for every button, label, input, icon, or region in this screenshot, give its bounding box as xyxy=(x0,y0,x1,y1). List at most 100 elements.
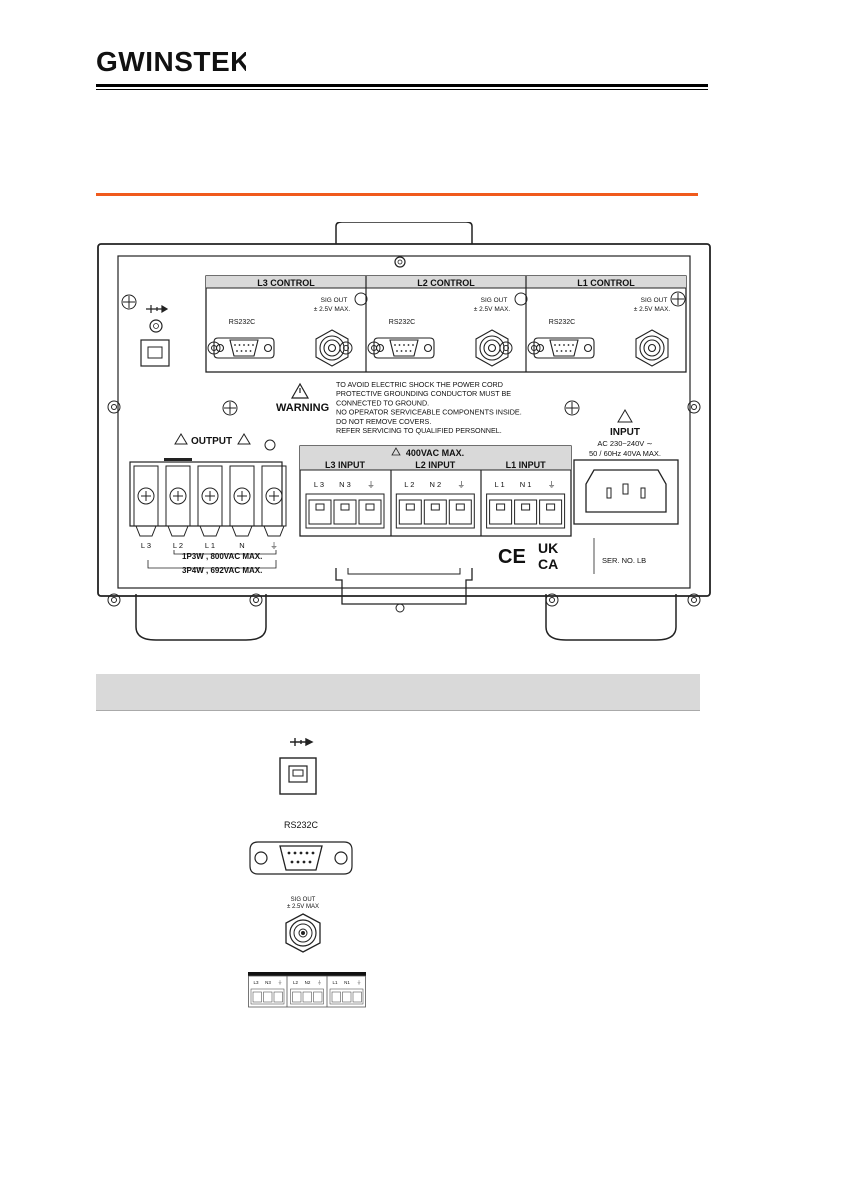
input-pin-label: N 1 xyxy=(520,480,532,489)
warning-triangle-icon xyxy=(617,409,633,423)
warning-text-line: TO AVOID ELECTRIC SHOCK THE POWER CORD xyxy=(336,380,503,389)
input-max-label: 400VAC MAX. xyxy=(406,448,464,458)
brand-logo-text: GWINSTEK xyxy=(96,46,246,76)
rs232c-label: RS232C xyxy=(549,319,575,326)
sig-out-max: ± 2.5V MAX. xyxy=(314,306,351,313)
power-input-rating: AC 230~240V ∼ xyxy=(597,439,652,448)
serial-number-label: SER. NO. LB xyxy=(602,556,646,565)
screw-icon xyxy=(354,292,368,306)
screw-icon xyxy=(254,851,268,865)
output-terminal-label: ⏚ xyxy=(270,541,278,550)
input-connector xyxy=(250,988,285,1005)
input-connector xyxy=(329,988,364,1005)
power-input-freq: 50 / 60Hz 40VA MAX. xyxy=(589,449,661,458)
input-pin-label: ⏚ xyxy=(367,480,375,489)
usb-port-legend xyxy=(279,737,317,795)
top-handle xyxy=(335,222,473,244)
rear-panel-diagram: L3 CONTROL RS232C SIG OUT ± 2.5V MAX. L2 CON… xyxy=(97,222,711,641)
input-pin-label: ⏚ xyxy=(278,979,283,985)
screw-icon xyxy=(107,294,701,607)
output-terminal-label: L 2 xyxy=(173,541,183,550)
input-pin-label: N 2 xyxy=(429,480,441,489)
input-pin-label: ⏚ xyxy=(357,979,362,985)
input-pin-label: L2 xyxy=(293,980,299,985)
iec-inlet-frame xyxy=(573,459,679,525)
input-connector xyxy=(486,493,566,529)
right-foot xyxy=(545,594,677,641)
table-header-bar xyxy=(96,674,700,711)
usb-icon xyxy=(146,304,169,314)
warning-text-line: NO OPERATOR SERVICEABLE COMPONENTS INSID… xyxy=(336,408,522,417)
input-pin-label: L 3 xyxy=(314,480,324,489)
warning-text-line: DO NOT REMOVE COVERS. xyxy=(336,417,431,426)
left-foot xyxy=(135,594,267,641)
input-connector xyxy=(305,493,385,529)
db9-connector xyxy=(533,337,595,359)
header-rule xyxy=(96,84,708,87)
chassis-outline xyxy=(97,243,711,597)
output-terminal xyxy=(133,465,159,537)
input-pin-label: N2 xyxy=(305,980,311,985)
screw-icon xyxy=(514,292,528,306)
sig-out-max: ± 2.5V MAX. xyxy=(474,306,511,313)
input-pin-label: L3 xyxy=(253,980,259,985)
bottom-bracket xyxy=(335,568,473,605)
ukca-mark-top: UK xyxy=(538,540,558,556)
sig-out-bnc-legend: SIG OUT ± 2.5V MAX xyxy=(285,897,321,953)
input-pin-label: N1 xyxy=(344,980,350,985)
ce-mark: CE xyxy=(498,546,526,568)
output-terminal-label: L 3 xyxy=(141,541,151,550)
warning-triangle-icon xyxy=(290,382,310,399)
output-note-1p3w: 1P3W , 800VAC MAX. xyxy=(182,552,262,561)
input-pin-label: N3 xyxy=(265,980,271,985)
input-pin-label: ⏚ xyxy=(458,480,466,489)
usb-ground-screw xyxy=(149,319,163,333)
input-pin-label: ⏚ xyxy=(548,480,556,489)
sig-out-label: SIG OUT xyxy=(291,897,316,903)
warning-title: WARNING xyxy=(276,402,329,414)
rs232c-label: RS232C xyxy=(389,319,415,326)
control-box xyxy=(205,275,687,373)
sig-out-label: SIG OUT xyxy=(321,297,348,304)
input-pin-label: L 2 xyxy=(404,480,414,489)
input-connector xyxy=(395,493,475,529)
db9-connector xyxy=(279,845,323,871)
power-input-title: INPUT xyxy=(610,427,640,438)
warning-triangle-icon xyxy=(174,433,188,445)
input-group-title: L3 INPUT xyxy=(325,460,366,470)
header-rule-thin xyxy=(96,89,708,90)
control-section-title: L3 CONTROL xyxy=(257,278,315,288)
control-section-title: L1 CONTROL xyxy=(577,278,635,288)
warning-text-line: CONNECTED TO GROUND. xyxy=(336,398,429,407)
output-terminal xyxy=(229,465,255,537)
output-terminal xyxy=(197,465,223,537)
sig-out-label: SIG OUT xyxy=(481,297,508,304)
warning-text-line: REFER SERVICING TO QUALIFIED PERSONNEL. xyxy=(336,426,502,435)
iec-inlet xyxy=(585,469,667,513)
sig-out-label: SIG OUT xyxy=(641,297,668,304)
db9-connector xyxy=(373,337,435,359)
output-terminal-label: N xyxy=(239,541,244,550)
screw-icon xyxy=(394,256,406,268)
input-pin-label: L 1 xyxy=(495,480,505,489)
input-pin-label: N 3 xyxy=(339,480,351,489)
bnc-connector xyxy=(635,329,669,367)
bnc-connector xyxy=(285,913,321,953)
rs232c-label: RS232C xyxy=(229,319,255,326)
warning-triangle-icon xyxy=(391,447,401,456)
output-terminal-label: L 1 xyxy=(205,541,215,550)
warning-text-line: PROTECTIVE GROUNDING CONDUCTOR MUST BE xyxy=(336,389,511,398)
brand-logo: GWINSTEK xyxy=(96,46,250,77)
usb-icon xyxy=(290,737,314,747)
sig-out-max: ± 2.5V MAX xyxy=(287,904,319,910)
input-pin-label: L1 xyxy=(332,980,338,985)
input-group-title: L2 INPUT xyxy=(415,460,456,470)
screw-icon xyxy=(207,291,686,355)
control-section-title: L2 CONTROL xyxy=(417,278,475,288)
output-terminal xyxy=(261,465,287,537)
usb-b-port xyxy=(140,339,170,367)
input-connector xyxy=(290,988,324,1005)
db9-connector xyxy=(213,337,275,359)
warning-triangle-icon xyxy=(237,433,251,445)
